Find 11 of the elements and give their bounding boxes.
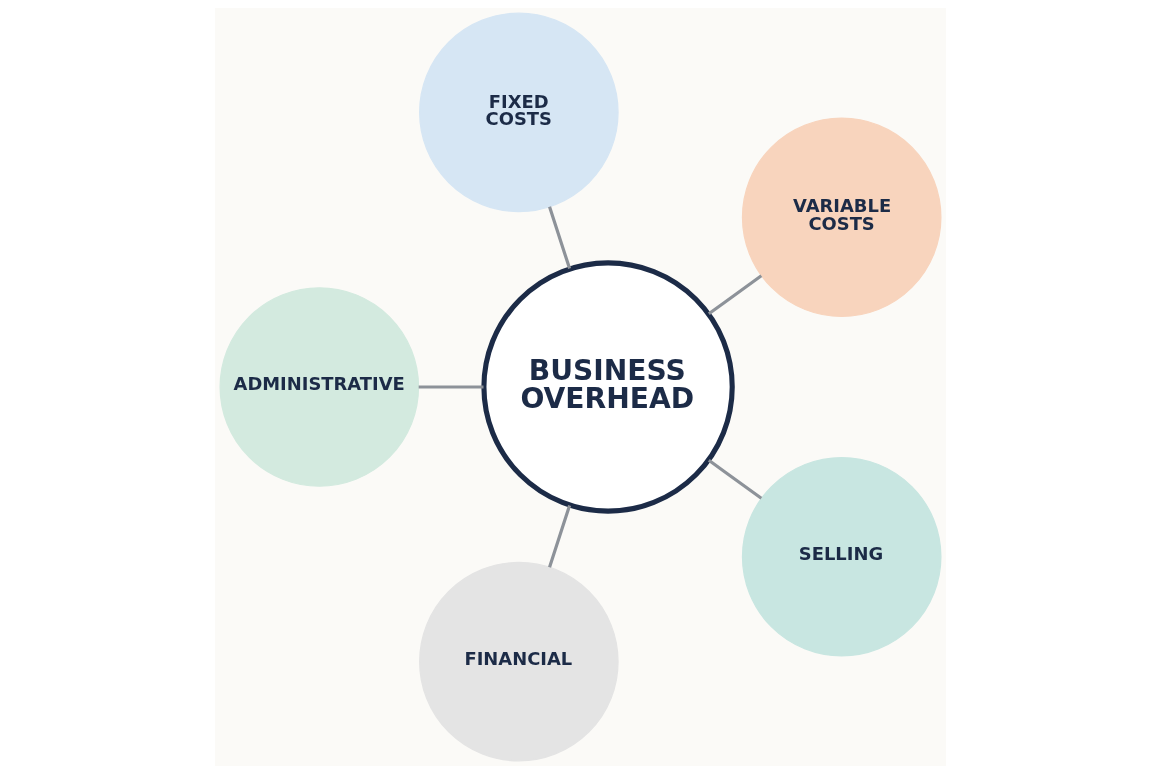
node-circle: SELLING xyxy=(741,456,941,657)
node-circle: ADMINISTRATIVE xyxy=(219,287,419,487)
node-circle: VARIABLE COSTS xyxy=(741,117,941,318)
node-circle: FINANCIAL xyxy=(418,561,619,762)
connector xyxy=(547,504,571,568)
node-circle: BUSINESS OVERHEAD xyxy=(480,260,735,514)
connector xyxy=(707,458,762,500)
node-circle: FIXED COSTS xyxy=(418,12,619,213)
connector xyxy=(707,274,762,316)
connector xyxy=(418,385,483,389)
connector xyxy=(547,206,571,270)
